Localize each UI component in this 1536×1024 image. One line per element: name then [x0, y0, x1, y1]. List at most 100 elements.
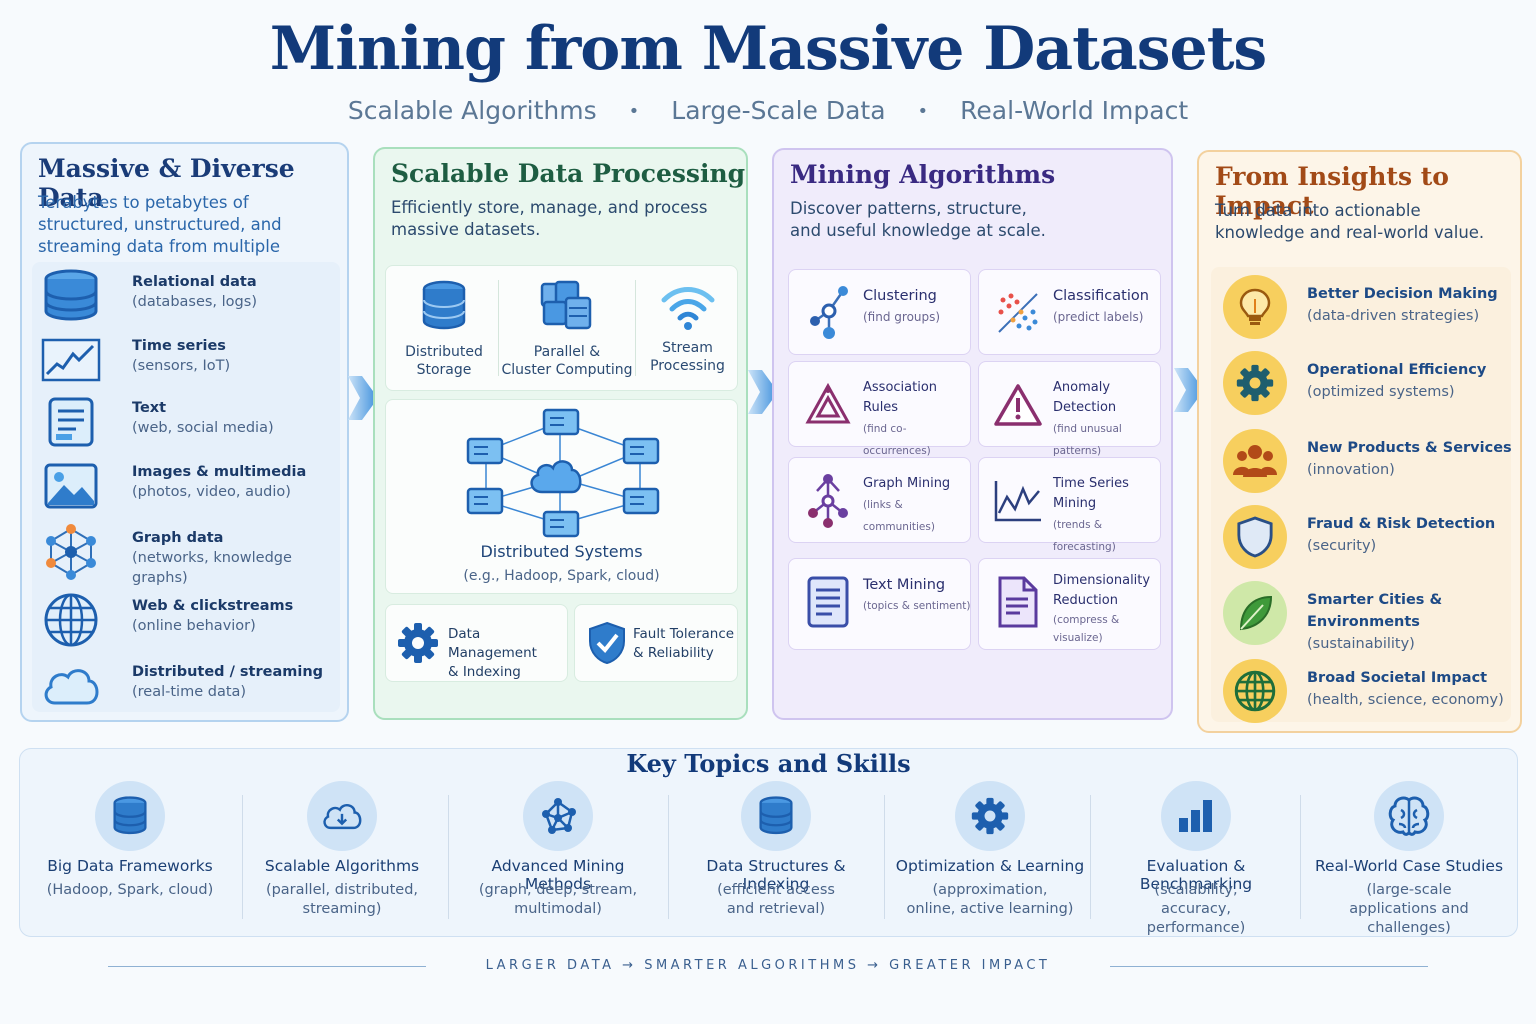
capability-card: Data Management & Indexing: [385, 604, 568, 682]
algorithm-card: Graph Mining(links & communities): [788, 457, 971, 543]
impact-name: Smarter Cities & Environments: [1307, 592, 1443, 630]
database-icon: [421, 280, 467, 337]
algorithm-card: Clustering(find groups): [788, 269, 971, 355]
capability-label: Distributed: [405, 344, 483, 360]
algorithm-sub: (find co-occurrences): [863, 423, 931, 457]
topic-name: Data Structures & Indexing: [706, 857, 846, 893]
panel-description: Turn data into actionable knowledge and …: [1215, 201, 1485, 242]
topic-name: Big Data Frameworks: [47, 857, 213, 875]
graph-mining-icon: [801, 472, 855, 530]
item-sub: (real-time data): [132, 684, 247, 700]
database-icon: [741, 781, 811, 851]
list-item: Relational data(databases, logs): [40, 268, 340, 328]
footer-line: [108, 966, 426, 967]
panel-description: Efficiently store, manage, and process m…: [391, 198, 708, 239]
gear-icon: [1223, 351, 1287, 415]
footer-line: [1110, 966, 1428, 967]
database-icon: [40, 268, 102, 324]
gear-icon: [955, 781, 1025, 851]
divider: [448, 795, 449, 919]
capability-text: Data Management & Indexing: [448, 625, 567, 682]
impact-sub: (data-driven strategies): [1307, 308, 1480, 324]
key-topics-section: Key Topics and Skills Big Data Framework…: [19, 748, 1518, 937]
impact-name: Operational Efficiency: [1307, 362, 1487, 378]
subtitle: Scalable Algorithms • Large-Scale Data •…: [0, 96, 1536, 128]
globe-icon: [40, 592, 102, 648]
item-name: Images & multimedia: [132, 464, 307, 480]
cloud-download-icon: [307, 781, 377, 851]
footer: LARGER DATA → SMARTER ALGORITHMS → GREAT…: [0, 958, 1536, 978]
capability-label: Data Management: [448, 626, 537, 661]
algorithm-card: Text Mining(topics & sentiment): [788, 558, 971, 650]
algorithm-sub: (links & communities): [863, 499, 935, 533]
topic-item: Real-World Case Studies (large-scale app…: [1310, 781, 1508, 936]
impact-sub: (sustainability): [1307, 636, 1415, 652]
algorithm-sub: (topics & sentiment): [863, 600, 971, 612]
capability-label: Cluster Computing: [501, 362, 633, 378]
algorithm-card: Association Rules(find co-occurrences): [788, 361, 971, 457]
item-name: Web & clickstreams: [132, 598, 294, 614]
trend-icon: [991, 472, 1045, 530]
list-item: Time series(sensors, IoT): [40, 332, 340, 392]
text-doc-icon: [801, 573, 855, 631]
item-name: Distributed / streaming: [132, 664, 324, 680]
capability-label: Processing: [650, 358, 725, 374]
systems-sub: (e.g., Hadoop, Spark, cloud): [463, 568, 660, 584]
subtitle-item: Large-Scale Data: [671, 96, 886, 125]
clustering-icon: [801, 284, 855, 342]
algorithm-sub: (trends & forecasting): [1053, 519, 1116, 553]
divider: [498, 280, 499, 376]
reduce-doc-icon: [991, 573, 1045, 631]
panel-description: Discover patterns, structure, and useful…: [790, 199, 1046, 240]
impact-name: Better Decision Making: [1307, 286, 1498, 302]
divider: [242, 795, 243, 919]
impact-list: Better Decision Making (data-driven strat…: [1211, 267, 1513, 723]
algorithms-panel: Mining Algorithms Discover patterns, str…: [772, 148, 1173, 720]
list-item: Better Decision Making (data-driven strat…: [1223, 275, 1513, 341]
document-icon: [40, 394, 102, 450]
people-icon: [1223, 429, 1287, 493]
algorithm-sub: (compress & visualize): [1053, 614, 1120, 644]
network-icon: [523, 781, 593, 851]
impact-sub: (security): [1307, 538, 1377, 554]
item-name: Time series: [132, 338, 226, 354]
panel-title: From Insights to Impact: [1215, 162, 1449, 220]
topic-sub: (large-scale applications and challenges…: [1349, 882, 1469, 936]
line-chart-icon: [40, 332, 102, 388]
data-source-list: Relational data(databases, logs) Time se…: [32, 262, 340, 712]
item-sub: (web, social media): [132, 420, 274, 436]
topic-item: Optimization & Learning (approximation, …: [892, 781, 1088, 931]
list-item: Operational Efficiency(optimized systems…: [1223, 351, 1513, 417]
classification-icon: [991, 284, 1045, 342]
topic-name: Optimization & Learning: [895, 857, 1085, 875]
capability-text: Fault Tolerance& Reliability: [633, 625, 734, 663]
processing-capabilities: Distributed Storage Parallel & Cluster C…: [385, 265, 738, 391]
algorithm-sub: (find unusual patterns): [1053, 423, 1122, 457]
topic-item: Big Data Frameworks (Hadoop, Spark, clou…: [30, 781, 230, 931]
item-sub: (networks, knowledge graphs): [132, 550, 292, 586]
topic-sub: (scalability, accuracy, performance): [1146, 882, 1246, 936]
leaf-icon: [1223, 581, 1287, 645]
capability-label: & Indexing: [448, 664, 521, 680]
algorithm-card: Anomaly Detection(find unusual patterns): [978, 361, 1161, 457]
topic-name: Scalable Algorithms: [264, 857, 420, 875]
algorithm-card: Classification(predict labels): [978, 269, 1161, 355]
subtitle-item: Scalable Algorithms: [347, 96, 597, 125]
algorithm-card: Time Series Mining(trends & forecasting): [978, 457, 1161, 553]
data-panel: Massive & Diverse Data Terabytes to peta…: [20, 142, 349, 722]
algorithm-sub: (find groups): [863, 310, 941, 324]
list-item: New Products & Services(innovation): [1223, 429, 1513, 495]
topic-name: Advanced Mining Methods: [491, 857, 625, 893]
topic-name: Real-World Case Studies: [1314, 857, 1504, 875]
globe-icon: [1223, 659, 1287, 723]
cloud-icon: [40, 658, 102, 714]
algorithm-name: Dimensionality Reduction: [1053, 573, 1151, 608]
capability-card: Fault Tolerance& Reliability: [574, 604, 738, 682]
list-item: Graph data(networks, knowledge graphs): [40, 524, 340, 586]
shield-icon: [1223, 505, 1287, 569]
distributed-network-icon: [466, 408, 660, 538]
divider: [1300, 795, 1301, 919]
list-item: Smarter Cities & Environments (sustainabi…: [1223, 581, 1513, 652]
divider: [884, 795, 885, 919]
impact-name: Fraud & Risk Detection: [1307, 516, 1496, 532]
